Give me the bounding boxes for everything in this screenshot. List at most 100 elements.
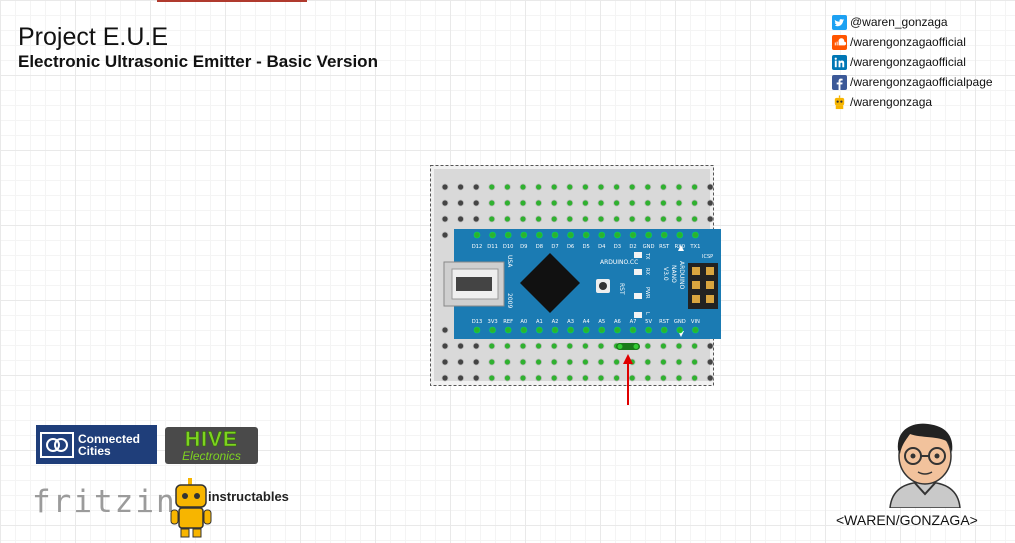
breadboard-hole — [628, 199, 636, 207]
bottom-pin-3v3 — [489, 326, 496, 334]
breadboard-hole — [613, 199, 621, 207]
breadboard-diagram: RST ARDUINO.CC USA 2009 TX RX PWR L ARDU… — [430, 165, 721, 405]
breadboard-hole — [581, 358, 589, 366]
breadboard-hole — [597, 215, 605, 223]
breadboard-hole — [488, 358, 496, 366]
social-soundcloud-label: /warengonzagaofficial — [850, 35, 966, 49]
instructables-robot-icon — [170, 478, 212, 538]
breadboard-hole — [504, 374, 511, 382]
social-instructables[interactable]: /warengonzaga — [832, 92, 993, 112]
social-twitter[interactable]: @waren_gonzaga — [832, 12, 993, 32]
breadboard-hole — [535, 374, 542, 382]
soundcloud-icon — [832, 34, 847, 50]
breadboard-hole — [691, 215, 699, 223]
bottom-pin-label: RST — [659, 319, 670, 325]
bottom-pin-label: 3V3 — [488, 319, 498, 325]
breadboard-hole — [566, 342, 574, 350]
reset-button-cap — [599, 282, 607, 290]
top-pin-d4 — [598, 231, 606, 239]
top-pin-d9 — [520, 231, 528, 239]
breadboard-hole — [644, 183, 652, 191]
brand-label: ARDUINO.CC — [600, 259, 638, 266]
social-linkedin[interactable]: /warengonzagaofficial — [832, 52, 993, 72]
top-pin-d2 — [629, 231, 637, 239]
breadboard-hole — [457, 215, 465, 223]
bottom-pin-vin — [692, 326, 699, 334]
facebook-icon — [832, 74, 847, 90]
breadboard-hole — [535, 199, 542, 207]
breadboard-hole — [504, 215, 511, 223]
bottom-pin-a3 — [567, 326, 574, 334]
breadboard-hole — [550, 358, 558, 366]
social-soundcloud[interactable]: /warengonzagaofficial — [832, 32, 993, 52]
breadboard-hole — [659, 358, 667, 366]
led-l — [634, 312, 642, 318]
bottom-pin-label: D13 — [472, 319, 483, 325]
hive-electronics-logo: HIVE Electronics — [165, 427, 258, 464]
breadboard-hole — [472, 342, 480, 350]
breadboard-hole — [691, 199, 699, 207]
twitter-icon — [832, 14, 847, 30]
bottom-pin-label: A4 — [583, 319, 591, 325]
usb-label: USA — [506, 255, 513, 268]
breadboard-hole — [488, 342, 496, 350]
top-pin-label: D10 — [503, 244, 514, 250]
top-pin-d6 — [567, 231, 574, 239]
breadboard-hole — [519, 342, 527, 350]
usb-port-slot — [456, 277, 492, 291]
social-linkedin-label: /warengonzagaofficial — [850, 55, 966, 69]
breadboard-hole — [457, 374, 465, 382]
top-pin-d10 — [504, 231, 512, 239]
breadboard-hole — [519, 215, 527, 223]
breadboard-hole — [441, 326, 449, 334]
breadboard-hole — [644, 358, 652, 366]
breadboard-hole — [659, 183, 667, 191]
top-pin-label: RST — [659, 244, 670, 250]
breadboard-hole — [535, 183, 542, 191]
breadboard-hole — [581, 342, 589, 350]
breadboard-hole — [613, 215, 621, 223]
hive-logo-title: HIVE — [184, 427, 238, 451]
breadboard-hole — [441, 199, 449, 207]
bottom-pin-5v — [645, 326, 652, 334]
top-pin-d7 — [551, 231, 559, 239]
breadboard-hole — [597, 199, 605, 207]
breadboard-hole — [535, 342, 542, 350]
breadboard-hole — [691, 358, 699, 366]
top-pin-label: D11 — [487, 244, 498, 250]
breadboard-hole — [675, 358, 683, 366]
social-facebook[interactable]: /warengonzagaofficialpage — [832, 72, 993, 92]
pin1-marker-top — [678, 245, 684, 251]
connected-cities-line2: Cities — [78, 443, 111, 458]
breadboard-hole — [675, 215, 683, 223]
icsp-label: ICSP — [702, 254, 713, 260]
social-instructables-label: /warengonzaga — [850, 95, 933, 109]
breadboard-hole — [659, 374, 667, 382]
breadboard-hole — [457, 358, 465, 366]
breadboard-hole — [550, 342, 558, 350]
breadboard-hole — [550, 199, 558, 207]
breadboard-hole — [457, 199, 465, 207]
icsp-header — [688, 263, 718, 309]
breadboard-hole — [488, 183, 496, 191]
breadboard-hole — [519, 183, 527, 191]
breadboard-hole — [597, 358, 605, 366]
led-l-label: L — [644, 312, 650, 315]
fritzing-logo: fritzing — [32, 484, 198, 520]
breadboard-hole — [644, 342, 652, 350]
jumper-wire-end-a — [617, 344, 623, 349]
title-block: Project E.U.E Electronic Ultrasonic Emit… — [18, 22, 378, 72]
breadboard-hole — [706, 358, 714, 366]
bottom-pin-rst — [660, 326, 668, 334]
top-pin-d5 — [582, 231, 590, 239]
bottom-pin-d13 — [473, 326, 481, 334]
breadboard-hole — [472, 183, 480, 191]
top-pin-label: D5 — [583, 244, 590, 250]
breadboard-hole — [613, 183, 621, 191]
top-pin-d11 — [489, 231, 496, 239]
breadboard-hole — [644, 199, 652, 207]
breadboard-hole — [628, 374, 636, 382]
breadboard-hole — [566, 358, 574, 366]
breadboard-hole — [581, 215, 589, 223]
